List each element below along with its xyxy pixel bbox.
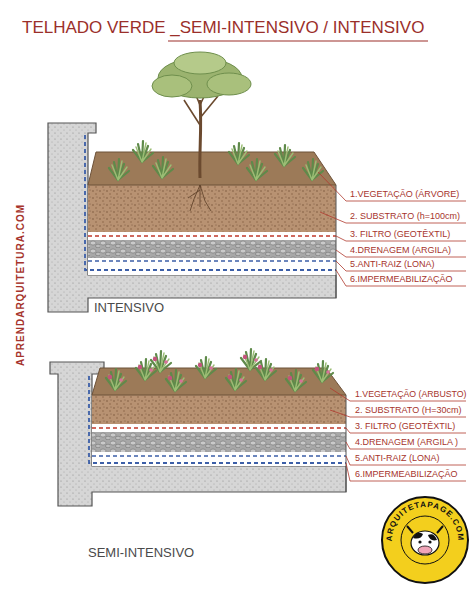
layer-label: 2. SUBSTRATO (H=30cm) (355, 405, 461, 416)
watermark: APRENDARQUITETURA.COM (14, 204, 27, 366)
layer-label: 4.DRENAGEM (ARGILA) (350, 245, 451, 256)
layer-label: 1.VEGETAÇÃO (ARBUSTO) (355, 389, 467, 400)
layer-label: 5.ANTI-RAIZ (LONA) (355, 453, 440, 464)
intensive-section (48, 52, 466, 312)
layer-label: 2. SUBSTRATO (h=100cm) (350, 211, 460, 222)
layer-label: 1.VEGETAÇÃO (ÁRVORE) (350, 189, 459, 200)
layer-label: 3. FILTRO (GEOTÊXTIL) (355, 421, 455, 432)
layer-label: 6.IMPERMEABILIZAÇÃO (350, 274, 453, 285)
section-name: SEMI-INTENSIVO (88, 545, 194, 561)
section-name: INTENSIVO (94, 300, 164, 316)
layer-label: 6.IMPERMEABILIZAÇÃO (355, 469, 458, 480)
semi-intensive-section (50, 349, 466, 506)
logo-text: ARQUITETAPAGE.COM (385, 500, 465, 542)
layer-label: 5.ANTI-RAIZ (LONA) (350, 259, 435, 270)
layer-label: 4.DRENAGEM (ARGILA ) (355, 437, 458, 448)
diagram-title: TELHADO VERDE _SEMI-INTENSIVO / INTENSIV… (22, 18, 424, 38)
layer-label: 3. FILTRO (GEOTÊXTIL) (350, 229, 450, 240)
logo-badge: ARQUITETAPAGE.COM (382, 497, 468, 583)
